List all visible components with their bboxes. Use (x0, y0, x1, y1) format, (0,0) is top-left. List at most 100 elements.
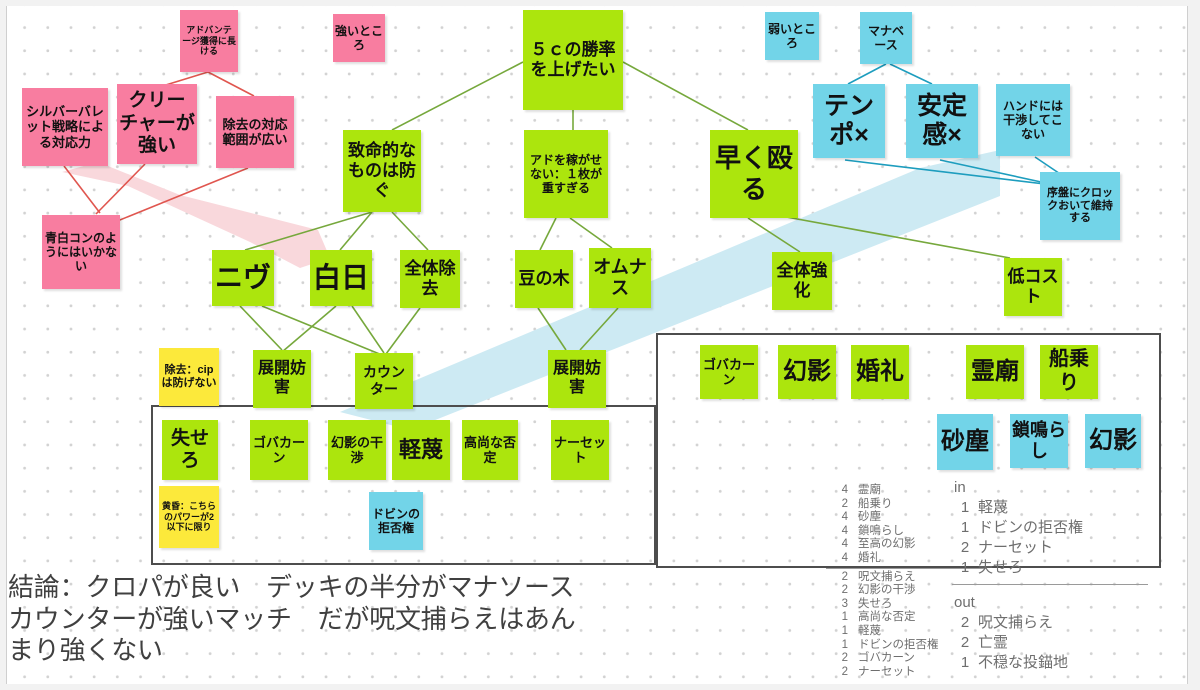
sticky-note-prevent-lethal[interactable]: 致命的なものは防ぐ (343, 130, 421, 212)
connector-green-8 (239, 305, 283, 351)
sticky-note-mame-no-ki[interactable]: 豆の木 (515, 250, 573, 308)
deck-row: 2 ゴバカーン (826, 652, 986, 666)
connector-green-10 (281, 305, 337, 353)
sticky-note-weak-point[interactable]: 弱いところ (765, 12, 819, 60)
connector-green-9 (261, 305, 383, 356)
sticky-note-konrei[interactable]: 婚礼 (851, 345, 909, 399)
sticky-note-funanori[interactable]: 船乗り (1040, 345, 1098, 399)
sticky-note-low-cost[interactable]: 低コスト (1004, 258, 1062, 316)
sticky-note-label: 霊廟 (971, 357, 1019, 385)
connector-pink-2 (63, 165, 101, 214)
sticky-note-genei-1[interactable]: 幻影 (778, 345, 836, 399)
sticky-note-advantage[interactable]: アドバンテージ獲得に長ける (180, 10, 238, 72)
sticky-note-sajin[interactable]: 砂塵 (937, 414, 993, 470)
sticky-note-label: マナベース (867, 23, 904, 52)
card-quantity: 2 (960, 634, 970, 651)
card-name: 幻影の干渉 (858, 584, 916, 597)
sticky-note-omnath[interactable]: オムナス (589, 248, 651, 308)
sticky-note-removal-cip[interactable]: 除去：cipは防げない (159, 348, 219, 406)
sticky-note-removal-range[interactable]: 除去の対応範囲が広い (216, 96, 294, 168)
card-quantity: 2 (841, 584, 848, 597)
sticky-note-reibyou[interactable]: 霊廟 (966, 345, 1024, 399)
connector-green-14 (579, 307, 619, 351)
sticky-note-keibu[interactable]: 軽蔑 (392, 420, 450, 480)
sticky-note-label: 展開妨害 (257, 360, 306, 396)
connector-green-16 (769, 213, 1011, 259)
connector-green-15 (747, 217, 801, 253)
sticky-note-hakujitsu[interactable]: 白日 (310, 250, 372, 306)
sticky-note-label: ドビンの拒否権 (371, 506, 420, 535)
sticky-note-sanarashi[interactable]: 鎖鳴らし (1010, 414, 1068, 468)
sticky-note-kousyou-hitei[interactable]: 高尚な否定 (462, 420, 518, 480)
frame-right[interactable] (656, 333, 1161, 568)
sideboard-out-label: out (954, 594, 975, 611)
sticky-note-counter[interactable]: カウンター (355, 353, 413, 409)
sticky-note-aozirokon[interactable]: 青白コンのようにはいかない (42, 215, 120, 289)
sticky-note-silver-bullet[interactable]: シルバーバレット戦略による対応力 (22, 88, 108, 166)
sticky-note-label: ナーセット (553, 434, 606, 465)
highlighter-stroke-pink-brush (62, 162, 330, 268)
sticky-note-no-card-adv[interactable]: アドを稼がせない：１枚が重すぎる (524, 130, 608, 218)
sticky-note-gobakaan[interactable]: ゴバカーン (250, 420, 308, 480)
sticky-note-tempo-disrupt-2[interactable]: 展開妨害 (548, 350, 606, 408)
card-name: ドビンの拒否権 (858, 638, 939, 651)
sticky-note-niv[interactable]: ニヴ (212, 250, 274, 306)
sticky-note-early-clock[interactable]: 序盤にクロックおいて維持する (1040, 172, 1120, 240)
sticky-note-label: 婚礼 (856, 357, 904, 385)
sticky-note-tempo-disrupt-1[interactable]: 展開妨害 (253, 350, 311, 408)
connector-pink-3 (95, 163, 146, 215)
sticky-note-strong-point[interactable]: 強いところ (333, 14, 385, 62)
sticky-note-dovin-veto[interactable]: ドビンの拒否権 (369, 492, 423, 550)
sticky-note-no-hand-disruption[interactable]: ハンドには干渉してこない (996, 84, 1070, 156)
sticky-note-gobakaan-deck[interactable]: ゴバカーン (700, 345, 758, 399)
sticky-note-label: 弱いところ (767, 21, 816, 50)
sticky-note-label: 除去の対応範囲が広い (222, 116, 288, 147)
sticky-note-mana-base[interactable]: マナベース (860, 12, 912, 64)
sticky-note-label: オムナス (593, 256, 647, 298)
sticky-note-label: 鎖鳴らし (1012, 419, 1066, 461)
sticky-note-stability-x[interactable]: 安定感× (906, 84, 978, 158)
card-name: 霊廟 (858, 484, 881, 496)
sticky-note-creature-strong[interactable]: クリーチャーが強い (117, 84, 197, 164)
card-quantity: 2 (960, 539, 970, 556)
sticky-note-label: 幻影の干渉 (330, 434, 383, 465)
card-name: ドビンの拒否権 (978, 519, 1084, 536)
sticky-note-usero[interactable]: 失せろ (162, 420, 218, 480)
connector-blue-2 (844, 159, 1079, 189)
connector-green-11 (351, 305, 385, 354)
card-quantity: 4 (841, 538, 848, 551)
card-quantity: 1 (960, 654, 970, 671)
connector-blue-1 (889, 63, 933, 85)
sticky-note-label: シルバーバレット戦略による対応力 (25, 104, 104, 150)
sticky-note-label: ニヴ (214, 262, 271, 294)
sticky-note-mass-removal[interactable]: 全体除去 (400, 250, 460, 308)
sticky-note-genei-kansho[interactable]: 幻影の干渉 (328, 420, 386, 480)
card-quantity: 2 (841, 570, 848, 583)
sticky-note-tempo-x[interactable]: テンポ× (813, 84, 885, 158)
card-name: ゴバカーン (858, 652, 915, 665)
sticky-note-mass-pump[interactable]: 全体強化 (772, 252, 832, 310)
canvas-right-margin (1188, 0, 1200, 690)
sticky-note-hit-fast[interactable]: 早く殴る (710, 130, 798, 218)
sticky-note-win-rate-5c[interactable]: ５ｃの勝率を上げたい (523, 10, 623, 110)
sticky-note-genei-2[interactable]: 幻影 (1085, 414, 1141, 468)
sticky-note-narset[interactable]: ナーセット (551, 420, 609, 480)
connector-green-3 (244, 211, 373, 251)
sticky-note-tasogare[interactable]: 黄昏：こちらのパワーが2以下に限り (159, 486, 219, 548)
card-name: 呪文捕らえ (978, 614, 1054, 631)
sticky-note-label: 低コスト (1007, 266, 1059, 306)
card-quantity: 2 (841, 652, 848, 665)
sticky-note-label: 黄昏：こちらのパワーが2以下に限り (161, 501, 216, 533)
conclusion-line: カウンターが強いマッチ だが呪文捕らえはあん (8, 603, 576, 634)
connector-green-0 (391, 61, 524, 131)
card-name: 鎖鳴らし (858, 524, 904, 537)
sticky-note-label: 高尚な否定 (464, 434, 517, 465)
card-quantity: 4 (841, 524, 848, 537)
